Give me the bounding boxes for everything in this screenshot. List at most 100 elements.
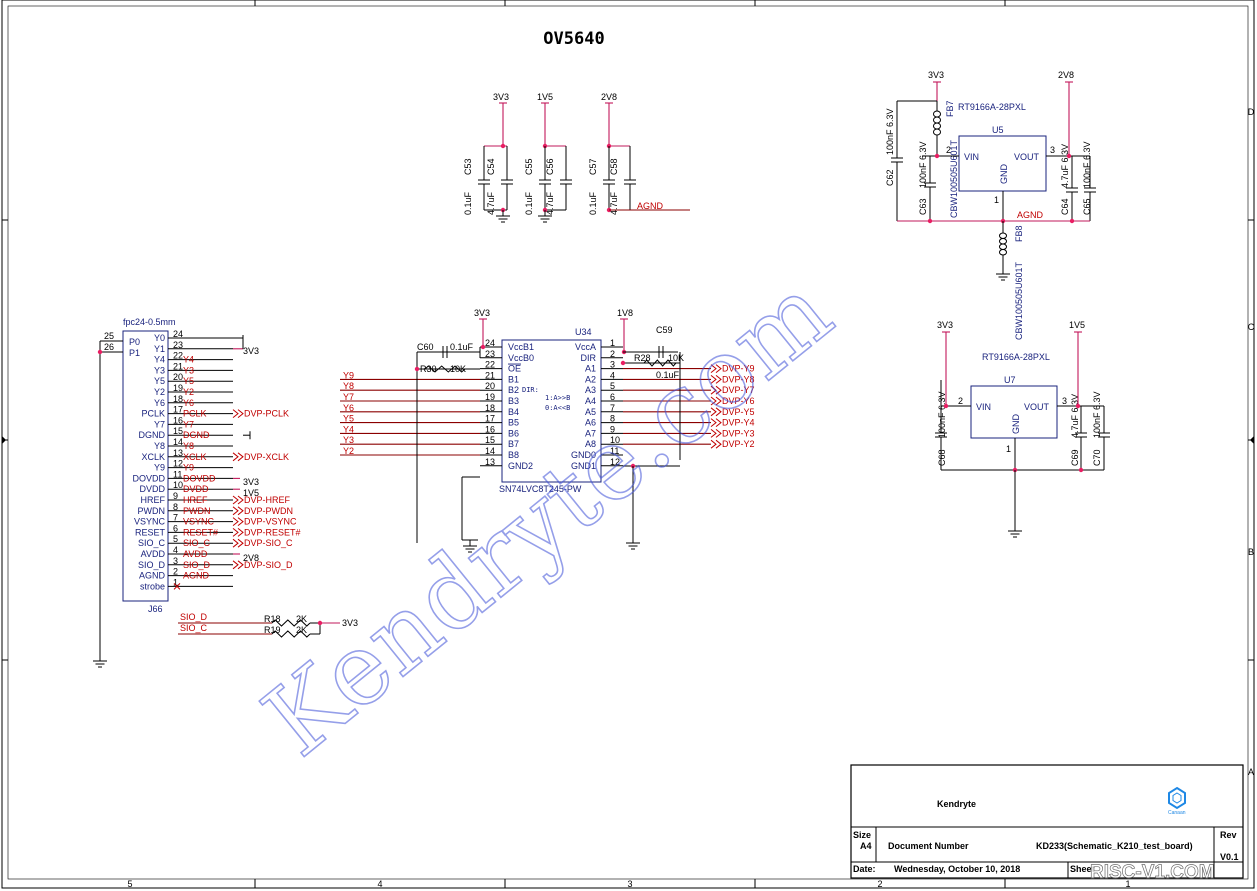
j66-pin-name: Y2 bbox=[154, 387, 165, 397]
j66-pin-number: 20 bbox=[173, 372, 183, 382]
cap-value: 0.1uF bbox=[463, 191, 473, 215]
b-net-label: Y4 bbox=[343, 424, 354, 434]
j66-pin-name: RESET bbox=[135, 527, 166, 537]
u34-left-pin-name: B3 bbox=[508, 396, 519, 406]
u34-left-pin-number: 21 bbox=[485, 370, 495, 380]
logo-text: Canaan bbox=[1168, 810, 1186, 816]
u34-left-pin-name: B7 bbox=[508, 439, 519, 449]
r28-ref: R28 bbox=[634, 353, 651, 363]
j66-pin-name: Y7 bbox=[154, 419, 165, 429]
offpage-arrow bbox=[237, 528, 244, 537]
offpage-arrow bbox=[710, 364, 717, 373]
j66-net-label: AVDD bbox=[183, 549, 208, 559]
c63-ref: C63 bbox=[918, 198, 928, 215]
j66-pin-number: 13 bbox=[173, 448, 183, 458]
j66-avdd-rail: 2V8 bbox=[243, 553, 259, 563]
u5-pin3: 3 bbox=[1050, 145, 1055, 155]
u34-right-pin-number: 8 bbox=[610, 414, 615, 424]
title-block-frame bbox=[850, 764, 1244, 879]
dvp-output-label: DVP-XCLK bbox=[244, 452, 289, 462]
offpage-arrow bbox=[715, 407, 722, 417]
u34-right-pin-number: 10 bbox=[610, 435, 620, 445]
u34-right-pin-number: 11 bbox=[610, 446, 619, 456]
j66-pin-name: Y6 bbox=[154, 398, 165, 408]
u34-left-pin-number: 13 bbox=[485, 457, 495, 467]
c60-val: 0.1uF bbox=[450, 342, 474, 352]
offpage-arrow bbox=[715, 396, 722, 406]
j66-net-label: SIO_D bbox=[183, 560, 211, 570]
c68-ref: C68 bbox=[937, 449, 947, 466]
u34-left-pin-number: 17 bbox=[485, 414, 495, 424]
border-letter: C bbox=[1248, 322, 1255, 332]
u34-right-pin-name: DIR bbox=[581, 353, 597, 363]
u34-right-pin-name: VccA bbox=[575, 342, 596, 352]
junction-dot bbox=[97, 349, 103, 355]
border-number: 3 bbox=[627, 879, 632, 889]
junction-dot bbox=[480, 344, 486, 350]
junction-dot bbox=[1075, 403, 1081, 409]
j66-pin-name: Y4 bbox=[154, 355, 165, 365]
u5-vin: VIN bbox=[964, 152, 979, 162]
j66-p1-num: 26 bbox=[104, 342, 114, 352]
j66-net-label: DVDD bbox=[183, 484, 209, 494]
j66-net-label: Y6 bbox=[183, 398, 194, 408]
connector-j66: fpc24-0.5mm J66 P0 P1 25 26 3V3 3V3 1V5 … bbox=[93, 317, 301, 668]
j66-rail-3v3: 3V3 bbox=[243, 346, 259, 356]
offpage-arrow bbox=[237, 495, 244, 505]
border-letter: D bbox=[1248, 107, 1255, 117]
u34-right-pin-number: 5 bbox=[610, 381, 615, 391]
b-net-label: Y3 bbox=[343, 435, 354, 445]
j66-pin-name: Y8 bbox=[154, 441, 165, 451]
u34-right-pin-number: 9 bbox=[610, 424, 615, 434]
b-net-label: Y2 bbox=[343, 446, 354, 456]
junction-dot bbox=[620, 360, 626, 366]
offpage-arrow bbox=[232, 517, 239, 526]
u5-vout: VOUT bbox=[1014, 152, 1040, 162]
j66-pin-name: Y9 bbox=[154, 463, 165, 473]
u34-right-pin-name: A8 bbox=[585, 439, 596, 449]
offpage-arrow bbox=[232, 506, 239, 516]
u34-right-pin-name: GND1 bbox=[571, 461, 596, 471]
j66-pin-name: Y1 bbox=[154, 344, 165, 354]
j66-body bbox=[122, 330, 169, 602]
j66-pin-number: 15 bbox=[173, 426, 183, 436]
r19-ref: R19 bbox=[264, 625, 281, 635]
u34-right-pin-name: A2 bbox=[585, 374, 596, 384]
inner-border bbox=[7, 5, 1249, 880]
u34-right-pin-name: A4 bbox=[585, 396, 596, 406]
j66-net-label: DOVDD bbox=[183, 473, 216, 483]
j66-pin-number: 5 bbox=[173, 534, 178, 544]
offpage-arrow bbox=[715, 385, 722, 395]
cap-ref: C56 bbox=[545, 158, 555, 175]
junction-dot bbox=[1078, 467, 1084, 473]
offpage-arrow bbox=[237, 517, 244, 526]
offpage-arrow bbox=[237, 506, 244, 516]
offpage-arrow bbox=[237, 538, 244, 548]
size-label: Size bbox=[853, 830, 871, 840]
a-net-label: DVP-Y7 bbox=[722, 385, 755, 395]
rev-label: Rev bbox=[1220, 830, 1237, 840]
resistor-zigzag bbox=[424, 365, 466, 373]
j66-dvdd-rail: 1V5 bbox=[243, 488, 259, 498]
pullup-sio-c-net: SIO_C bbox=[180, 623, 208, 633]
doc-number: KD233(Schematic_K210_test_board) bbox=[1036, 841, 1193, 851]
j66-pin-name: AGND bbox=[139, 571, 166, 581]
regulator-u7: 3V3 1V5 RT9166A-28PXL U7 VIN VOUT GND 2 … bbox=[935, 320, 1110, 538]
junction-dot bbox=[934, 153, 940, 159]
cap-value: 4.7uF bbox=[545, 191, 555, 215]
j66-net-label: Y2 bbox=[183, 387, 194, 397]
j66-pin-number: 18 bbox=[173, 394, 183, 404]
j66-pin-number: 21 bbox=[173, 361, 183, 371]
offpage-arrow bbox=[710, 396, 717, 406]
j66-pin-number: 4 bbox=[173, 545, 178, 555]
ferrite-bead-coil bbox=[933, 110, 941, 118]
offpage-arrow bbox=[710, 439, 717, 449]
j66-net-label: HREF bbox=[183, 495, 208, 505]
u34-dir-note-3: 0:A<<B bbox=[545, 404, 570, 412]
u34-left-pin-number: 18 bbox=[485, 403, 495, 413]
b-net-label: Y5 bbox=[343, 414, 354, 424]
u34-rail-1v8: 1V8 bbox=[617, 308, 633, 318]
u7-ref: U7 bbox=[1004, 375, 1016, 385]
c64-ref: C64 bbox=[1060, 198, 1070, 215]
